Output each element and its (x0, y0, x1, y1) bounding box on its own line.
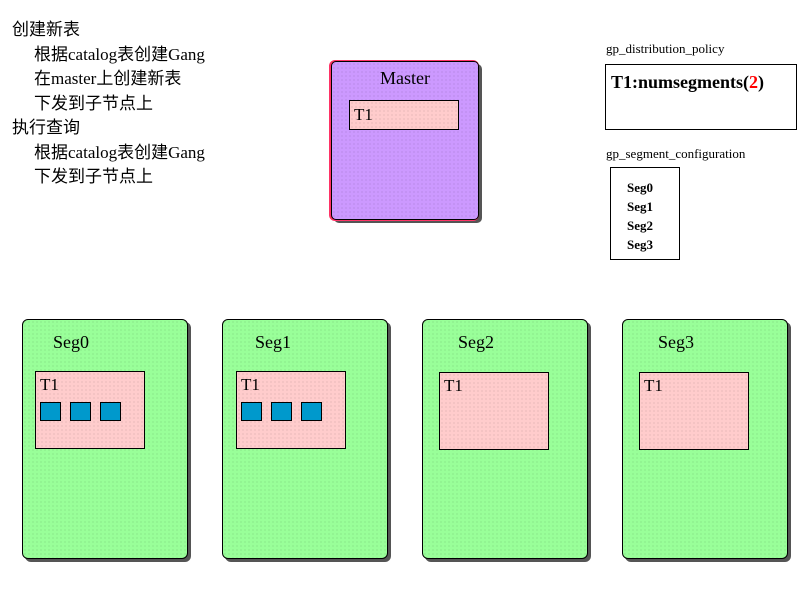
segment-title: Seg3 (658, 332, 694, 352)
segment-node: Seg2 T1 (422, 319, 588, 559)
segment-node: Seg1 T1 (222, 319, 388, 559)
data-block (301, 402, 322, 421)
data-block (271, 402, 292, 421)
steps-notes: 创建新表 根据catalog表创建Gang 在master上创建新表 下发到子节… (12, 18, 205, 190)
master-table-label: T1 (354, 105, 373, 124)
note-line: 创建新表 (12, 20, 80, 39)
config-label: gp_segment_configuration (606, 146, 746, 161)
policy-numsegments: 2 (749, 72, 758, 92)
policy-text: T1:numsegments(2) (611, 72, 764, 93)
segment-title: Seg2 (458, 332, 494, 352)
segment-table-label: T1 (241, 375, 260, 394)
note-line: 下发到子节点上 (34, 167, 153, 186)
master-table: T1 (349, 100, 459, 130)
config-item: Seg1 (627, 199, 653, 214)
master-node: Master T1 (331, 61, 479, 220)
data-block (40, 402, 61, 421)
segment-table: T1 (639, 372, 749, 450)
note-line: 根据catalog表创建Gang (34, 44, 205, 64)
segment-table: T1 (439, 372, 549, 450)
segment-table: T1 (35, 371, 145, 449)
segment-table-label: T1 (444, 376, 463, 395)
segment-title: Seg0 (53, 332, 89, 352)
config-item: Seg2 (627, 218, 653, 233)
data-block (241, 402, 262, 421)
config-list: Seg0 Seg1 Seg2 Seg3 (627, 178, 653, 254)
segment-node: Seg3 T1 (622, 319, 788, 559)
segment-table-label: T1 (40, 375, 59, 394)
segment-title: Seg1 (255, 332, 291, 352)
note-line: 执行查询 (12, 118, 80, 137)
segment-table-label: T1 (644, 376, 663, 395)
note-line: 根据catalog表创建Gang (34, 142, 205, 162)
note-line: 下发到子节点上 (34, 93, 153, 113)
data-block (70, 402, 91, 421)
config-box: Seg0 Seg1 Seg2 Seg3 (610, 167, 680, 260)
policy-suffix: ) (758, 72, 764, 92)
policy-box: T1:numsegments(2) (605, 64, 797, 130)
data-block (100, 402, 121, 421)
policy-prefix: T1:numsegments( (611, 72, 749, 92)
config-item: Seg0 (627, 180, 653, 195)
note-line: 在master上创建新表 (34, 69, 182, 88)
master-title: Master (380, 68, 430, 88)
segment-table: T1 (236, 371, 346, 449)
segment-node: Seg0 T1 (22, 319, 188, 559)
config-item: Seg3 (627, 237, 653, 252)
policy-label: gp_distribution_policy (606, 41, 725, 56)
